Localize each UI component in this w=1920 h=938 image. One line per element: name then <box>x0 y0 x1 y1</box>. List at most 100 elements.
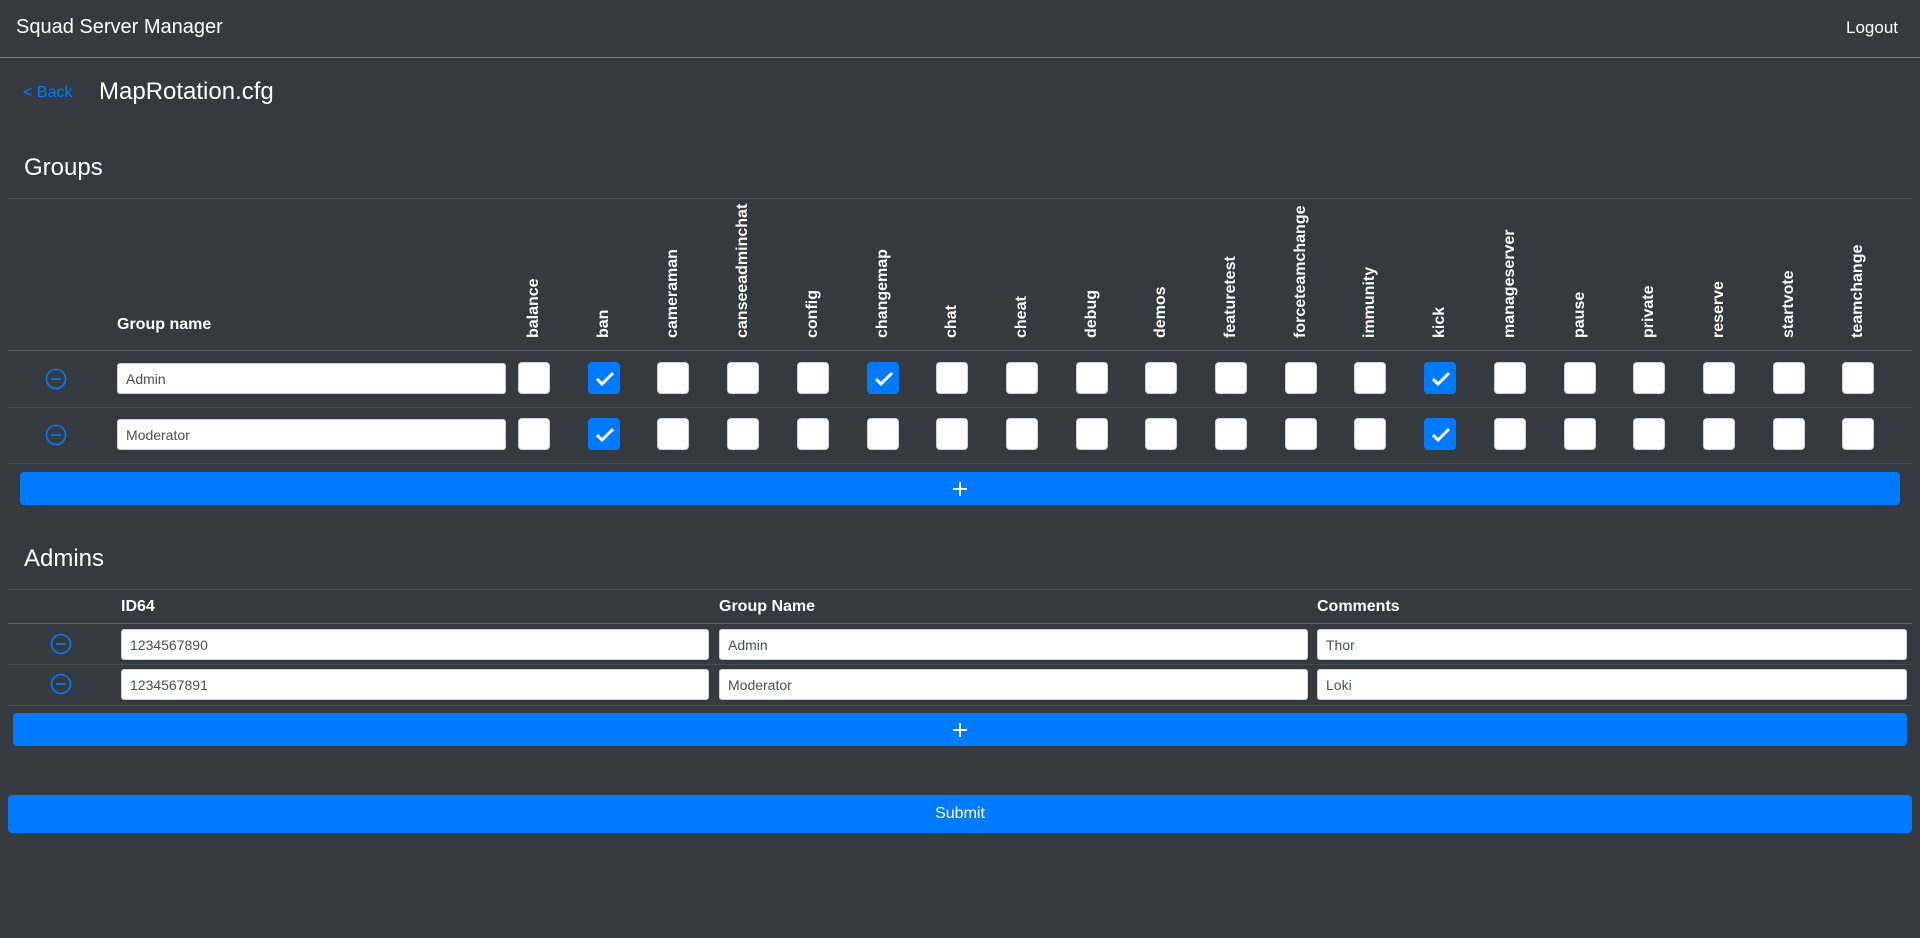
add-group-button[interactable] <box>20 472 1900 505</box>
checkbox-debug[interactable] <box>1075 418 1108 450</box>
checkbox-balance[interactable] <box>518 362 550 394</box>
checkbox-canseeadminchat[interactable] <box>727 418 760 450</box>
admin-group-name-input[interactable] <box>719 629 1308 660</box>
permission-header-demos: demos <box>1152 286 1170 338</box>
checkbox-featuretest[interactable] <box>1215 418 1247 450</box>
checkbox-cameraman[interactable] <box>657 362 690 394</box>
minus-circle-icon[interactable] <box>50 633 72 655</box>
comments-header: Comments <box>1317 598 1400 615</box>
admin-group-name-input[interactable] <box>719 669 1308 700</box>
minus-circle-icon[interactable] <box>45 368 67 390</box>
group-name-input[interactable] <box>117 363 506 394</box>
checkbox-debug[interactable] <box>1075 362 1108 394</box>
checkbox-cheat[interactable] <box>1005 362 1038 394</box>
permission-header-reserve: reserve <box>1709 281 1727 338</box>
permission-header-changemap: changemap <box>873 249 891 338</box>
checkbox-chat[interactable] <box>936 362 969 394</box>
divider <box>8 350 1912 351</box>
checkbox-demos[interactable] <box>1145 418 1178 450</box>
admins-section-title: Admins <box>24 545 105 572</box>
permission-header-private: private <box>1640 285 1658 338</box>
checkbox-demos[interactable] <box>1145 362 1178 394</box>
id64-input[interactable] <box>121 629 709 660</box>
permission-header-pause: pause <box>1570 291 1588 338</box>
submit-button[interactable]: Submit <box>8 795 1912 833</box>
permission-header-startvote: startvote <box>1779 270 1797 338</box>
minus-circle-icon[interactable] <box>50 673 72 695</box>
permission-header-teamchange: teamchange <box>1849 244 1867 338</box>
id64-input[interactable] <box>121 669 709 700</box>
back-link[interactable]: < Back <box>23 84 73 101</box>
check-icon <box>595 427 614 443</box>
check-icon <box>874 371 893 387</box>
divider <box>8 463 1912 464</box>
checkbox-startvote[interactable] <box>1772 362 1805 394</box>
id64-header: ID64 <box>121 598 155 615</box>
checkbox-kick[interactable] <box>1424 418 1457 450</box>
checkbox-ban[interactable] <box>587 418 620 450</box>
checkbox-balance[interactable] <box>518 418 550 450</box>
checkbox-cameraman[interactable] <box>657 418 690 450</box>
divider <box>8 198 1912 199</box>
checkbox-startvote[interactable] <box>1772 418 1805 450</box>
checkbox-canseeadminchat[interactable] <box>727 362 760 394</box>
checkbox-chat[interactable] <box>936 418 969 450</box>
brand-title: Squad Server Manager <box>16 16 223 38</box>
permission-header-featuretest: featuretest <box>1222 256 1239 338</box>
comments-input[interactable] <box>1317 669 1907 700</box>
permission-header-immunity: immunity <box>1361 266 1379 338</box>
checkbox-private[interactable] <box>1633 418 1666 450</box>
checkbox-immunity[interactable] <box>1354 362 1387 394</box>
checkbox-reserve[interactable] <box>1702 362 1735 394</box>
navbar: Squad Server Manager Logout <box>0 0 1920 58</box>
plus-icon <box>953 722 967 737</box>
checkbox-pause[interactable] <box>1563 418 1596 450</box>
checkbox-manageserver[interactable] <box>1493 418 1526 450</box>
comments-input[interactable] <box>1317 629 1907 660</box>
checkbox-private[interactable] <box>1633 362 1666 394</box>
permission-header-balance: balance <box>525 278 542 338</box>
minus-circle-icon[interactable] <box>45 424 67 446</box>
checkbox-config[interactable] <box>796 418 829 450</box>
checkbox-ban[interactable] <box>587 362 620 394</box>
checkbox-teamchange[interactable] <box>1842 362 1875 394</box>
permission-header-debug: debug <box>1082 290 1100 338</box>
checkbox-cheat[interactable] <box>1005 418 1038 450</box>
permission-header-config: config <box>803 290 821 338</box>
checkbox-reserve[interactable] <box>1702 418 1735 450</box>
checkbox-kick[interactable] <box>1424 362 1457 394</box>
plus-icon <box>953 481 967 496</box>
permission-header-forceteamchange: forceteamchange <box>1291 205 1309 339</box>
divider <box>8 407 1912 408</box>
permission-header-chat: chat <box>943 305 961 338</box>
checkbox-changemap[interactable] <box>866 418 899 450</box>
divider <box>8 589 1912 590</box>
checkbox-immunity[interactable] <box>1354 418 1387 450</box>
permission-header-canseeadminchat: canseeadminchat <box>734 203 752 338</box>
logout-link[interactable]: Logout <box>1846 18 1898 37</box>
groups-section-title: Groups <box>24 154 103 181</box>
group-name-column-header: Group Name <box>719 598 816 615</box>
divider <box>8 664 1912 665</box>
checkbox-forceteamchange[interactable] <box>1284 418 1317 450</box>
permission-header-cheat: cheat <box>1012 296 1030 338</box>
checkbox-pause[interactable] <box>1563 362 1596 394</box>
permission-header-ban: ban <box>594 309 612 338</box>
checkbox-changemap[interactable] <box>866 362 899 394</box>
divider <box>8 623 1912 624</box>
check-icon <box>1432 427 1451 443</box>
check-icon <box>1432 371 1451 387</box>
permission-header-manageserver: manageserver <box>1500 229 1518 338</box>
checkbox-teamchange[interactable] <box>1842 418 1875 450</box>
checkbox-config[interactable] <box>796 362 829 394</box>
check-icon <box>595 371 614 387</box>
group-name-header: Group name <box>117 316 212 333</box>
permission-header-cameraman: cameraman <box>664 249 682 338</box>
page-title: MapRotation.cfg <box>99 78 274 105</box>
divider <box>8 705 1912 706</box>
group-name-input[interactable] <box>117 419 506 450</box>
add-admin-button[interactable] <box>13 713 1907 746</box>
checkbox-forceteamchange[interactable] <box>1284 362 1317 394</box>
checkbox-manageserver[interactable] <box>1493 362 1526 394</box>
checkbox-featuretest[interactable] <box>1215 362 1247 394</box>
